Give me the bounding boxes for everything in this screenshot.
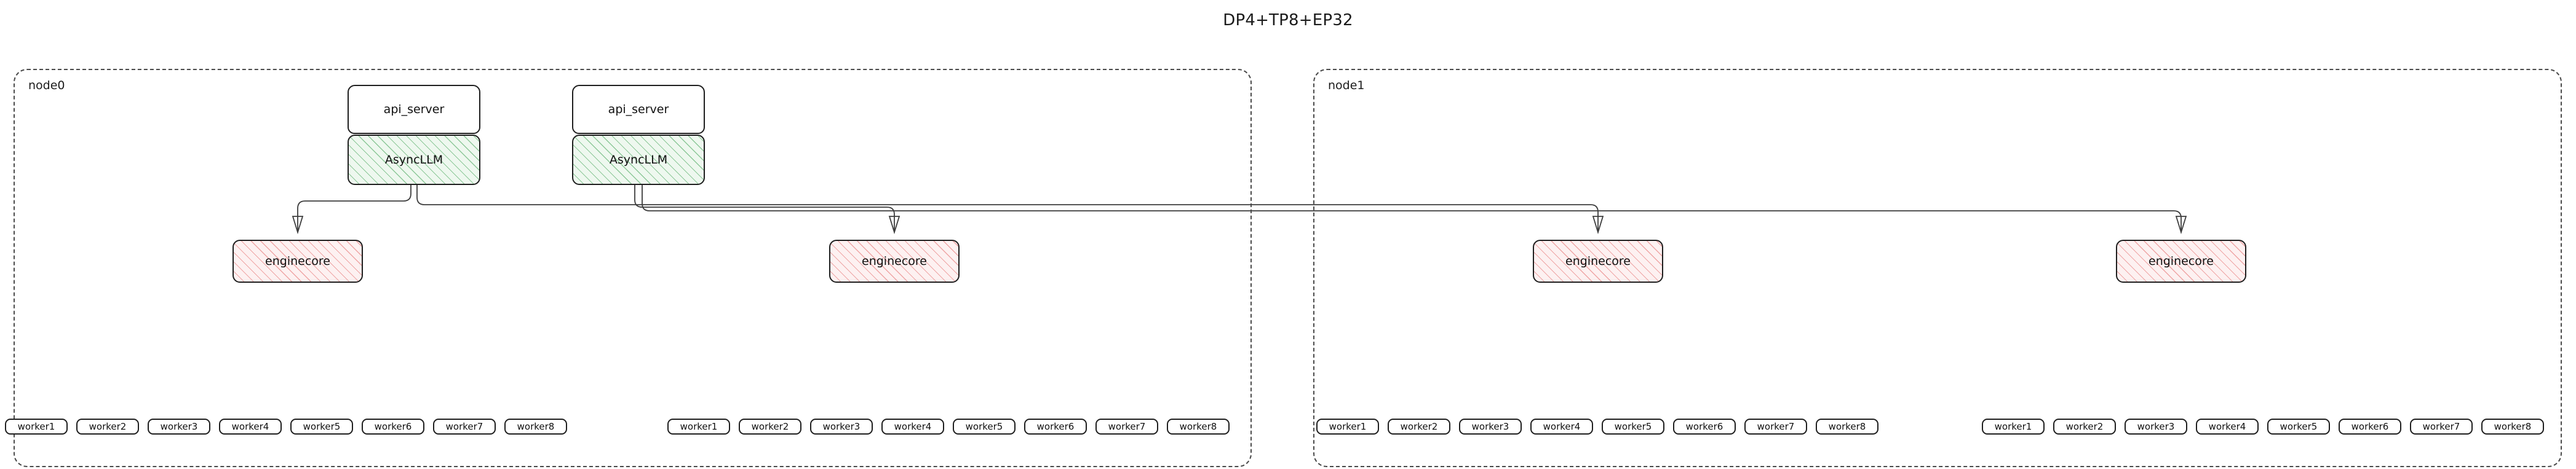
worker-box[interactable]: worker7 <box>1744 419 1807 435</box>
worker-box[interactable]: worker6 <box>1673 419 1736 435</box>
worker-box[interactable]: worker8 <box>1816 419 1878 435</box>
worker-box[interactable]: worker5 <box>290 419 353 435</box>
worker-box[interactable]: worker1 <box>1316 419 1379 435</box>
worker-box[interactable]: worker2 <box>76 419 139 435</box>
worker-box[interactable]: worker7 <box>2410 419 2473 435</box>
worker-box[interactable]: worker6 <box>2339 419 2401 435</box>
node-cluster-node0: node0 <box>14 69 1252 467</box>
asyncllm-box-1[interactable]: AsyncLLM <box>572 135 705 185</box>
enginecore-box-3[interactable]: enginecore <box>2116 240 2246 283</box>
worker-box[interactable]: worker2 <box>2053 419 2116 435</box>
worker-box[interactable]: worker8 <box>1167 419 1230 435</box>
worker-box[interactable]: worker7 <box>1095 419 1158 435</box>
node-label-node1: node1 <box>1328 79 1365 92</box>
node-label-node0: node0 <box>28 79 65 92</box>
asyncllm-box-0[interactable]: AsyncLLM <box>348 135 480 185</box>
worker-box[interactable]: worker2 <box>739 419 801 435</box>
enginecore-box-2[interactable]: enginecore <box>1533 240 1663 283</box>
worker-box[interactable]: worker4 <box>1530 419 1593 435</box>
worker-box[interactable]: worker6 <box>1024 419 1087 435</box>
worker-box[interactable]: worker3 <box>1459 419 1522 435</box>
worker-box[interactable]: worker6 <box>362 419 424 435</box>
worker-box[interactable]: worker3 <box>810 419 873 435</box>
page-title: DP4+TP8+EP32 <box>1223 11 1353 30</box>
worker-box[interactable]: worker1 <box>5 419 68 435</box>
worker-box[interactable]: worker1 <box>1982 419 2045 435</box>
worker-box[interactable]: worker3 <box>148 419 210 435</box>
worker-box[interactable]: worker7 <box>433 419 496 435</box>
enginecore-box-1[interactable]: enginecore <box>829 240 960 283</box>
worker-box[interactable]: worker8 <box>2481 419 2544 435</box>
enginecore-box-0[interactable]: enginecore <box>233 240 363 283</box>
worker-box[interactable]: worker5 <box>2267 419 2330 435</box>
worker-box[interactable]: worker5 <box>953 419 1016 435</box>
worker-box[interactable]: worker4 <box>219 419 282 435</box>
worker-box[interactable]: worker3 <box>2125 419 2187 435</box>
api-server-box-0[interactable]: api_server <box>348 85 480 134</box>
worker-box[interactable]: worker4 <box>2196 419 2259 435</box>
worker-box[interactable]: worker2 <box>1388 419 1450 435</box>
worker-box[interactable]: worker1 <box>667 419 730 435</box>
node-cluster-node1: node1 <box>1313 69 2562 467</box>
worker-box[interactable]: worker5 <box>1602 419 1664 435</box>
api-server-box-1[interactable]: api_server <box>572 85 705 134</box>
worker-box[interactable]: worker8 <box>504 419 567 435</box>
worker-box[interactable]: worker4 <box>881 419 944 435</box>
